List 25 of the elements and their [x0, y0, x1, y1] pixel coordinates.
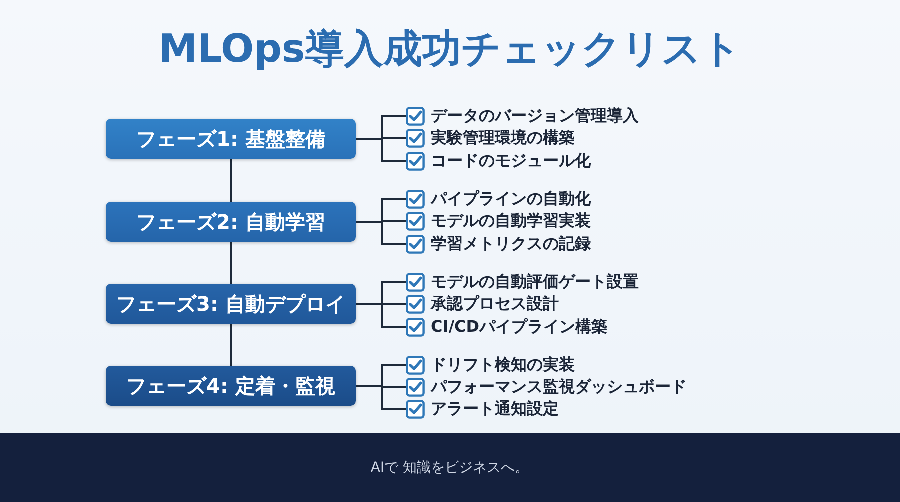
checklist-item: モデルの自動評価ゲート設置	[431, 272, 639, 292]
checklist-item: CI/CDパイプライン構築	[431, 317, 608, 337]
connector-line	[230, 242, 232, 284]
checklist-item: パフォーマンス監視ダッシュボード	[431, 377, 687, 397]
connector-line	[356, 138, 406, 162]
connector-line	[230, 159, 232, 202]
phase-box: フェーズ2: 自動学習	[106, 202, 356, 242]
title: MLOps導入成功チェックリスト	[158, 27, 742, 74]
checklist-item: モデルの自動学習実装	[431, 211, 591, 231]
checklist-item: アラート通知設定	[431, 399, 559, 419]
checklist-item: データのバージョン管理導入	[431, 106, 639, 126]
checklist-item: 承認プロセス設計	[431, 294, 559, 314]
connector-line	[356, 303, 406, 328]
phase-box: フェーズ1: 基盤整備	[106, 119, 356, 159]
phase-box: フェーズ4: 定着・監視	[106, 366, 356, 406]
checklist-item: コードのモジュール化	[431, 151, 591, 171]
checklist-item: 実験管理環境の構築	[431, 128, 575, 148]
checklist-item: ドリフト検知の実装	[431, 355, 575, 375]
checklist-item: パイプラインの自動化	[431, 189, 591, 209]
footer-text: AIで 知識をビジネスへ。	[370, 458, 530, 476]
phase-box: フェーズ3: 自動デプロイ	[106, 284, 356, 324]
connector-line	[356, 385, 406, 410]
connector-line	[230, 324, 232, 366]
checklist-item: 学習メトリクスの記録	[431, 234, 591, 254]
connector-line	[356, 221, 406, 245]
